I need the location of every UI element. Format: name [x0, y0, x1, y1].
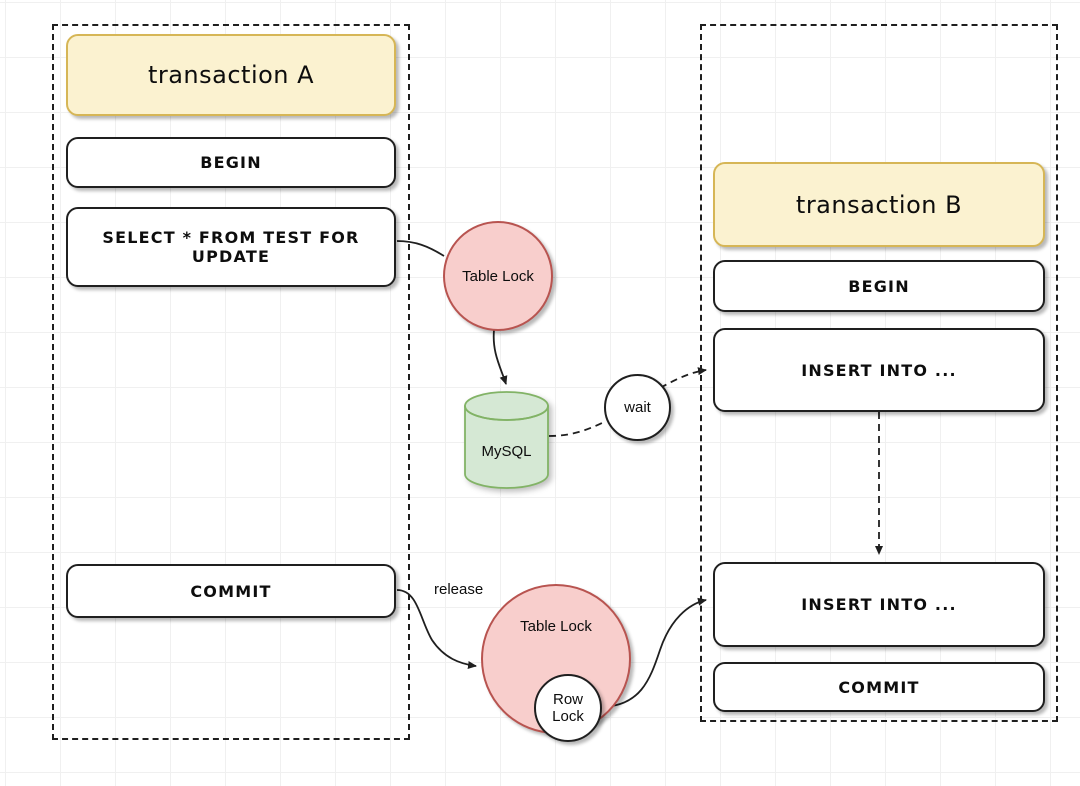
database-icon [464, 391, 549, 489]
transaction-b-step-commit[interactable]: COMMIT [713, 662, 1045, 712]
transaction-a-title[interactable]: transaction A [66, 34, 396, 116]
transaction-a-step-select[interactable]: SELECT * FROM TEST FOR UPDATE [66, 207, 396, 287]
mysql-label: MySQL [481, 443, 532, 460]
transaction-b-step-insert-1[interactable]: INSERT INTO ... [713, 328, 1045, 412]
table-lock-circle-top[interactable]: Table Lock [443, 221, 553, 331]
row-lock-circle[interactable]: Row Lock [534, 674, 602, 742]
transaction-a-container [52, 24, 410, 740]
transaction-b-step-begin[interactable]: BEGIN [713, 260, 1045, 312]
transaction-b-title[interactable]: transaction B [713, 162, 1045, 247]
row-lock-line-1: Row [552, 690, 583, 708]
transaction-a-step-commit[interactable]: COMMIT [66, 564, 396, 618]
row-lock-line-2: Lock [552, 708, 584, 725]
wait-circle[interactable]: wait [604, 374, 671, 441]
transaction-a-step-begin[interactable]: BEGIN [66, 137, 396, 188]
edge-mysql-to-wait [548, 420, 607, 437]
transaction-b-container [700, 24, 1058, 722]
release-edge-label: release [434, 581, 484, 598]
row-lock-label: Row Lock [552, 691, 584, 726]
edge-tablelock-to-mysql [492, 329, 508, 385]
mysql-database-cylinder[interactable]: MySQL [464, 391, 549, 489]
transaction-b-step-insert-2[interactable]: INSERT INTO ... [713, 562, 1045, 647]
